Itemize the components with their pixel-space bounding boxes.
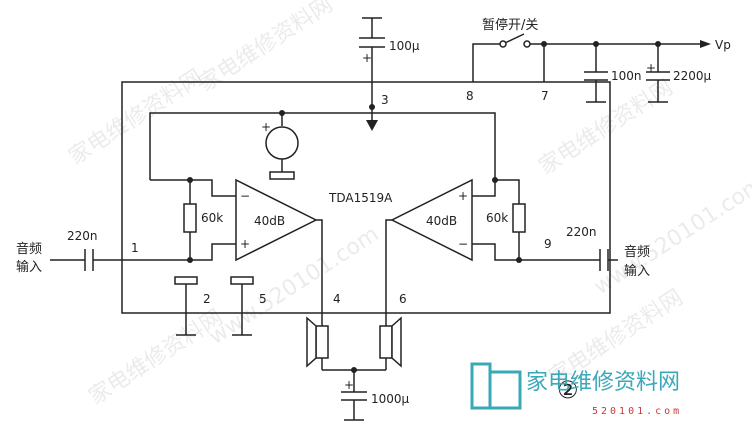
pin-5-label: 5 <box>259 292 267 306</box>
amp-left-gain: 40dB <box>254 214 285 228</box>
pin-1-label: 1 <box>131 241 139 255</box>
pin3-arrow-icon <box>366 120 378 131</box>
pin-7-label: 7 <box>541 89 549 103</box>
speaker-left <box>306 313 329 370</box>
pin-4-label: 4 <box>333 292 341 306</box>
pin-3-label: 3 <box>381 93 389 107</box>
amplifier-right <box>385 177 590 313</box>
pin-9-label: 9 <box>544 237 552 251</box>
speaker-right-icon <box>379 325 393 359</box>
cap-output-value: 1000μ <box>371 392 410 406</box>
logo-book-icon <box>470 362 492 410</box>
cap-top-value: 100μ <box>389 39 420 53</box>
input-left-label-2: 输入 <box>16 259 42 275</box>
amplifier-left <box>150 177 323 313</box>
source-plus: + <box>261 120 271 134</box>
cap-top-plus: + <box>362 51 372 65</box>
supply-arrow-icon <box>700 40 711 48</box>
resistor-left-value: 60k <box>201 211 223 225</box>
ic-body <box>121 81 611 314</box>
supply-cap-100n <box>584 41 608 103</box>
op-amp-left-icon <box>235 178 318 262</box>
watermark-url: www.520101.com <box>205 222 384 350</box>
speaker-right <box>379 313 402 370</box>
brand-name: 家电维修资料网 <box>526 370 680 395</box>
capacitor-100u-top <box>359 17 385 82</box>
cap-supply-large-plus: + <box>646 61 656 75</box>
amp-right-gain: 40dB <box>426 214 457 228</box>
chip-name: TDA1519A <box>328 191 393 205</box>
switch-label: 暂停开/关 <box>482 17 538 33</box>
amp-right-plus: + <box>458 189 468 203</box>
switch-blade-icon <box>504 33 525 44</box>
capacitor-output <box>341 370 367 421</box>
node-dot <box>369 104 375 110</box>
site-logo: 家电维修资料网 520101.com <box>470 362 682 417</box>
pin-8-label: 8 <box>466 89 474 103</box>
cap-output-plus: + <box>344 378 354 392</box>
input-right-label-1: 音频 <box>624 244 650 260</box>
pin2-decoupling <box>174 276 198 336</box>
amp-left-minus: − <box>240 189 250 203</box>
speaker-left-icon <box>315 325 329 359</box>
internal-bus <box>149 112 496 180</box>
resistor-left-icon <box>183 203 197 233</box>
pause-switch <box>472 33 700 82</box>
pin-6-label: 6 <box>399 292 407 306</box>
input-left <box>50 249 150 271</box>
supply-cap-2200u <box>646 41 670 103</box>
resistor-right-value: 60k <box>486 211 508 225</box>
reference-source <box>265 113 299 180</box>
input-right-label-2: 输入 <box>624 263 650 279</box>
input-right <box>590 249 618 271</box>
resistor-right-icon <box>512 203 526 233</box>
amp-left-plus: + <box>240 237 250 251</box>
op-amp-right-icon <box>390 178 473 262</box>
watermark-url: www.520101.com <box>590 172 752 300</box>
figure-number: ② <box>557 376 579 404</box>
input-left-label-1: 音频 <box>16 241 42 257</box>
cap-supply-small-value: 100n <box>611 69 642 83</box>
cap-input-left-value: 220n <box>67 229 98 243</box>
brand-url: 520101.com <box>592 406 682 417</box>
watermark-text: 家电维修资料网 <box>85 305 228 410</box>
cap-input-right-value: 220n <box>566 225 597 239</box>
pin-2-label: 2 <box>203 292 211 306</box>
amp-right-minus: − <box>458 237 468 251</box>
cap-supply-large-value: 2200μ <box>673 69 712 83</box>
supply-label: Vp <box>715 38 731 52</box>
watermark-text: 家电维修资料网 <box>65 65 208 170</box>
pin5-decoupling <box>230 276 254 336</box>
watermark-text: 家电维修资料网 <box>535 75 678 180</box>
